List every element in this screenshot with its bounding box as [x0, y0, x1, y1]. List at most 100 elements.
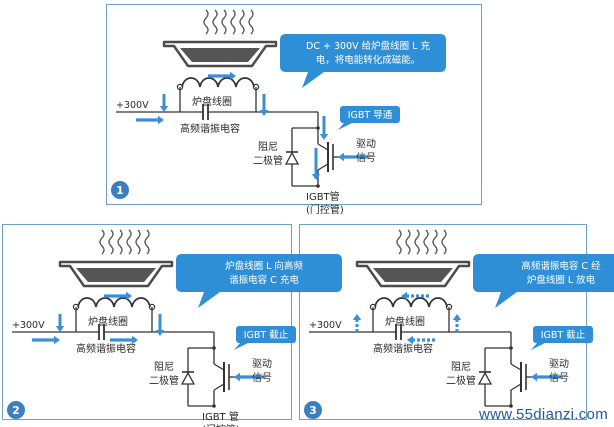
current-arrow-head: [234, 372, 240, 382]
igbt-label: (门控管): [202, 423, 240, 427]
igbt-status-tag: [236, 326, 296, 343]
voltage-label: +300V: [12, 320, 45, 331]
heat-wave: [212, 9, 218, 35]
capacitor-label: 高频谐振电容: [76, 342, 136, 355]
current-arrow-head: [352, 314, 362, 320]
callout-text: 谐振电容 C 充电: [229, 274, 299, 286]
heat-wave: [405, 229, 411, 255]
current-arrow-head: [259, 110, 269, 116]
igbt-emitter: [213, 383, 225, 391]
igbt-status-label: IGBT 导通: [348, 110, 393, 121]
panel-number-badge: [7, 401, 25, 419]
panel-number-badge: [111, 181, 129, 199]
current-arrow-head: [158, 115, 164, 125]
igbt-status-label: IGBT 截止: [541, 329, 586, 341]
coil-inductor: [374, 297, 448, 308]
damper-diode: [180, 371, 196, 385]
watermark: www.55dianzi.com: [478, 406, 608, 423]
panel-number-badge: [304, 401, 322, 419]
capacitor-label: 高频谐振电容: [180, 122, 240, 135]
igbt-label: IGBT管: [306, 190, 340, 203]
current-arrow-head: [319, 134, 329, 140]
callout-text: 高频谐振电容 C 经: [521, 260, 601, 272]
igbt-status-tag: [533, 326, 593, 343]
drive-signal-label: 驱动: [356, 138, 376, 150]
callout-text: 炉盘线圈 L 向高频: [225, 260, 303, 272]
current-arrow-head: [132, 335, 138, 345]
igbt-emitter: [317, 163, 329, 171]
voltage-label: +300V: [309, 320, 342, 331]
panel-number: 2: [12, 404, 20, 417]
callout-text: 电，将电能转化成磁能。: [316, 54, 421, 66]
heat-wave: [108, 229, 114, 255]
callout-bubble: [176, 254, 342, 308]
current-arrow-head: [55, 326, 65, 332]
heat-wave: [135, 229, 141, 255]
heat-wave: [203, 9, 209, 35]
drive-signal-label: 驱动: [549, 358, 569, 370]
current-arrow-head: [311, 174, 321, 180]
heat-wave: [414, 229, 420, 255]
callout-text: DC + 300V 给炉盘线圈 L 充: [306, 40, 430, 52]
callout-text: 炉盘线圈 L 放电: [527, 274, 596, 286]
igbt-status-tag-pointer: [531, 343, 545, 350]
coil-label: 炉盘线圈: [192, 95, 232, 108]
damper-diode: [284, 151, 300, 165]
current-arrow-head: [452, 314, 462, 320]
drive-signal-label: 驱动: [252, 358, 272, 370]
heat-wave: [126, 229, 132, 255]
igbt-status-label: IGBT 截止: [244, 329, 289, 341]
voltage-label: +300V: [116, 100, 149, 111]
igbt-label: IGBT 管: [202, 410, 239, 423]
current-arrow-head: [54, 335, 60, 345]
panel-number: 3: [309, 404, 317, 417]
current-arrow-head: [407, 335, 413, 345]
current-arrow-head: [230, 71, 236, 81]
panel-number: 1: [116, 184, 124, 197]
diode-label: 阻尼: [154, 361, 174, 373]
drive-signal-label: 信号: [252, 372, 272, 384]
coil-inductor: [77, 297, 151, 308]
heat-wave: [248, 9, 254, 35]
heat-wave: [221, 9, 227, 35]
callout-bubble: [280, 34, 446, 88]
heat-wave: [99, 229, 105, 255]
damper-diode: [477, 371, 493, 385]
current-arrow-head: [338, 152, 344, 162]
coil-label: 炉盘线圈: [385, 315, 425, 328]
diode-label: 二极管: [149, 374, 179, 387]
current-arrow-head: [531, 372, 537, 382]
coil-label: 炉盘线圈: [88, 315, 128, 328]
igbt-collector: [510, 363, 522, 371]
igbt-emitter: [510, 383, 522, 391]
heat-wave: [144, 229, 150, 255]
heat-wave: [230, 9, 236, 35]
diode-label: 二极管: [446, 374, 476, 387]
igbt-label: (门控管): [306, 203, 344, 216]
heat-wave: [423, 229, 429, 255]
pan-contents: [76, 268, 156, 282]
current-arrow-head: [401, 291, 407, 301]
igbt-status-tag: [340, 106, 400, 123]
heat-wave: [441, 229, 447, 255]
heat-wave: [396, 229, 402, 255]
coil-inductor: [181, 77, 255, 88]
current-arrow-head: [159, 106, 169, 112]
heat-wave: [117, 229, 123, 255]
diode-label: 阻尼: [451, 361, 471, 373]
igbt-status-tag-pointer: [338, 123, 352, 130]
igbt-collector: [213, 363, 225, 371]
heat-wave: [432, 229, 438, 255]
current-arrow-head: [126, 291, 132, 301]
diode-label: 阻尼: [258, 141, 278, 153]
drive-signal-label: 信号: [549, 372, 569, 384]
pan-contents: [373, 268, 453, 282]
current-arrow-head: [155, 330, 165, 336]
diode-label: 二极管: [253, 154, 283, 167]
heat-wave: [239, 9, 245, 35]
drive-signal-label: 信号: [356, 152, 376, 164]
